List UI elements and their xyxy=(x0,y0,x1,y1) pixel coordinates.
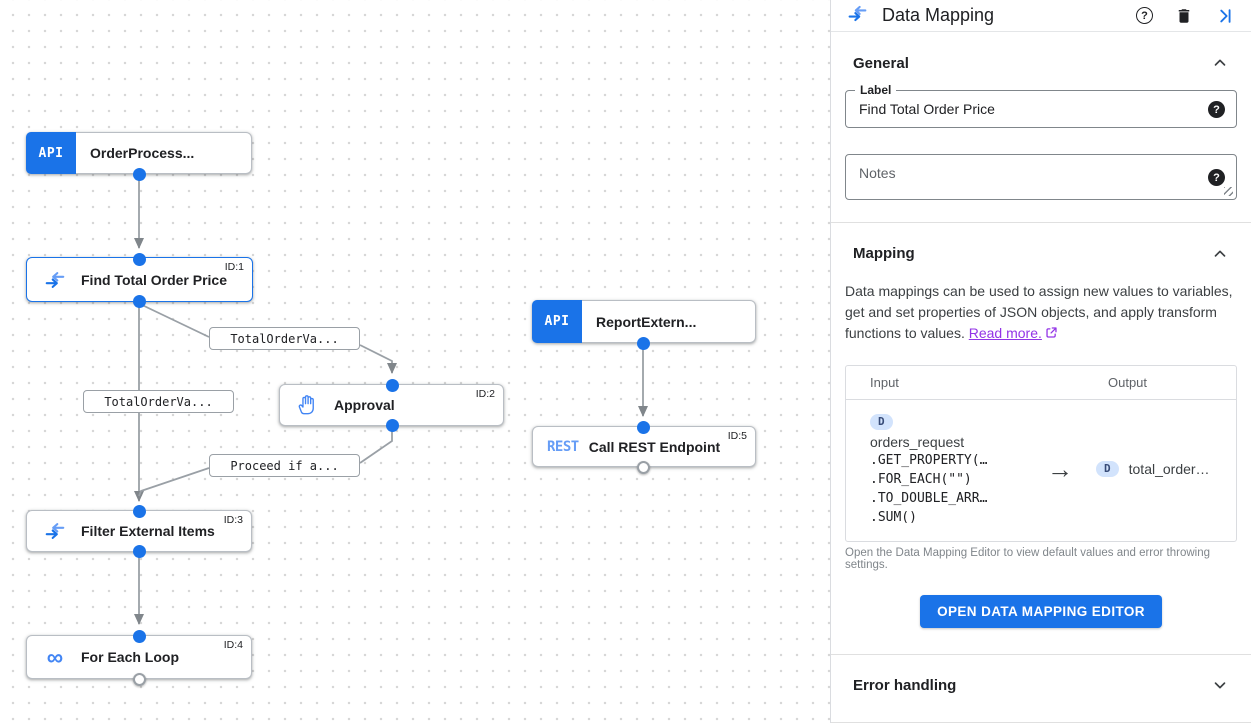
flow-edges xyxy=(134,175,648,625)
node-label: Find Total Order Price xyxy=(81,271,227,288)
node-id: ID:1 xyxy=(224,261,244,273)
node-id: ID:5 xyxy=(727,430,747,442)
section-heading: Mapping xyxy=(853,245,915,263)
section-heading: Error handling xyxy=(853,676,957,694)
section-error-handling: Error handling xyxy=(831,654,1251,722)
help-icon[interactable]: ? xyxy=(1208,101,1225,119)
edge xyxy=(359,344,397,374)
connection-port[interactable] xyxy=(132,544,146,558)
section-heading: General xyxy=(853,54,909,72)
resize-handle[interactable] xyxy=(1224,187,1233,197)
loop-icon: ∞ xyxy=(46,644,64,670)
mapping-table-header: Input Output xyxy=(846,366,1236,400)
chevron-up-icon xyxy=(1214,250,1226,257)
node-label: Approval xyxy=(334,397,395,413)
mapping-footnote: Open the Data Mapping Editor to view def… xyxy=(845,546,1211,571)
node-label: Filter External Items xyxy=(81,523,215,539)
mapping-description: Data mappings can be used to assign new … xyxy=(845,281,1235,345)
description-text: Data mappings can be used to assign new … xyxy=(845,282,1233,341)
node-label: ReportExtern... xyxy=(596,313,697,330)
panel-header: Data Mapping ? xyxy=(831,0,1251,33)
collapse-panel-button[interactable] xyxy=(1215,6,1235,26)
node-id: ID:3 xyxy=(223,514,243,526)
help-button[interactable]: ? xyxy=(1136,7,1153,25)
input-variable: orders_request xyxy=(870,433,965,450)
output-variable: total_order… xyxy=(1128,461,1210,478)
datatype-badge: D xyxy=(1096,461,1119,478)
config-panel: Data Mapping ? xyxy=(830,0,1251,723)
field-label: Label xyxy=(855,83,897,98)
edge-label-proceed-if[interactable]: Proceed if a... xyxy=(209,454,360,477)
edge xyxy=(139,303,210,338)
connection-port[interactable] xyxy=(636,336,650,350)
edge-label-total-order-2[interactable]: TotalOrderVa... xyxy=(83,390,234,413)
datatype-badge: D xyxy=(870,413,893,430)
connection-port[interactable] xyxy=(132,294,146,308)
connection-port[interactable] xyxy=(132,629,146,643)
edge-label-total-order-1[interactable]: TotalOrderVa... xyxy=(209,327,360,350)
api-badge: API xyxy=(532,300,582,343)
divider xyxy=(831,222,1251,223)
help-icon[interactable]: ? xyxy=(1208,169,1225,187)
error-handling-section-toggle[interactable]: Error handling xyxy=(845,664,1237,706)
notes-field: ? xyxy=(845,154,1237,201)
hand-approval-icon xyxy=(296,394,320,416)
data-mapping-icon xyxy=(847,3,868,29)
general-section-toggle[interactable]: General xyxy=(845,46,1237,72)
edge xyxy=(359,426,393,464)
panel-title: Data Mapping xyxy=(882,5,995,26)
notes-input[interactable] xyxy=(846,155,1236,200)
label-input[interactable] xyxy=(846,91,1236,128)
help-icon: ? xyxy=(1136,7,1153,25)
label-field: Label ? xyxy=(845,83,1237,129)
input-column-header: Input xyxy=(870,374,899,390)
node-label: Call REST Endpoint xyxy=(588,438,721,455)
mapping-input-cell: D orders_request .GET_PROPERTY(… .FOR_EA… xyxy=(870,412,1024,527)
node-order-process[interactable]: API OrderProcess... xyxy=(26,132,252,174)
node-label: OrderProcess... xyxy=(90,145,195,161)
read-more-link[interactable]: Read more. xyxy=(968,324,1042,341)
data-mapping-icon xyxy=(43,269,67,291)
node-label: For Each Loop xyxy=(81,649,179,665)
data-mapping-icon xyxy=(43,520,67,542)
open-data-mapping-editor-button[interactable]: OPEN DATA MAPPING EDITOR xyxy=(920,594,1162,628)
mapping-output-cell: D total_order… xyxy=(1096,461,1236,478)
connection-port[interactable] xyxy=(132,504,146,518)
output-column-header: Output xyxy=(1108,374,1148,390)
chevron-up-icon xyxy=(1214,59,1226,66)
flow-canvas[interactable]: API OrderProcess... Find Total Order Pri… xyxy=(0,0,830,723)
transform-line: .GET_PROPERTY(… xyxy=(870,452,988,468)
node-id: ID:4 xyxy=(223,639,243,651)
edge xyxy=(138,467,210,497)
connection-port-empty[interactable] xyxy=(132,672,146,686)
delete-task-button[interactable] xyxy=(1175,6,1193,26)
divider xyxy=(831,653,1251,655)
transform-line: .TO_DOUBLE_ARR… xyxy=(870,490,988,506)
rest-badge: REST xyxy=(547,438,579,455)
mapping-section-toggle[interactable]: Mapping xyxy=(845,237,1237,263)
connection-port[interactable] xyxy=(132,252,146,266)
connection-port[interactable] xyxy=(132,167,146,181)
panel-close-icon xyxy=(1220,8,1231,23)
mapping-arrow-icon: → xyxy=(1047,453,1073,484)
mapping-row[interactable]: D orders_request .GET_PROPERTY(… .FOR_EA… xyxy=(846,400,1236,541)
connection-port[interactable] xyxy=(385,378,399,392)
node-id: ID:2 xyxy=(475,388,495,400)
trash-icon xyxy=(1178,8,1190,23)
node-for-each-loop[interactable]: ∞ For Each Loop ID:4 xyxy=(26,635,252,679)
connection-port[interactable] xyxy=(636,420,650,434)
mapping-table: Input Output D orders_request .GET_PROPE… xyxy=(845,364,1237,542)
connection-port-empty[interactable] xyxy=(636,460,650,474)
transform-line: .SUM() xyxy=(870,509,917,525)
connection-port[interactable] xyxy=(385,418,399,432)
api-badge: API xyxy=(26,132,76,174)
external-link-icon xyxy=(1045,324,1058,345)
transform-line: .FOR_EACH("") xyxy=(870,471,972,487)
section-general: General Label ? ? xyxy=(831,32,1251,222)
chevron-down-icon xyxy=(1214,682,1226,689)
section-mapping: Mapping Data mappings can be used to ass… xyxy=(831,223,1251,654)
